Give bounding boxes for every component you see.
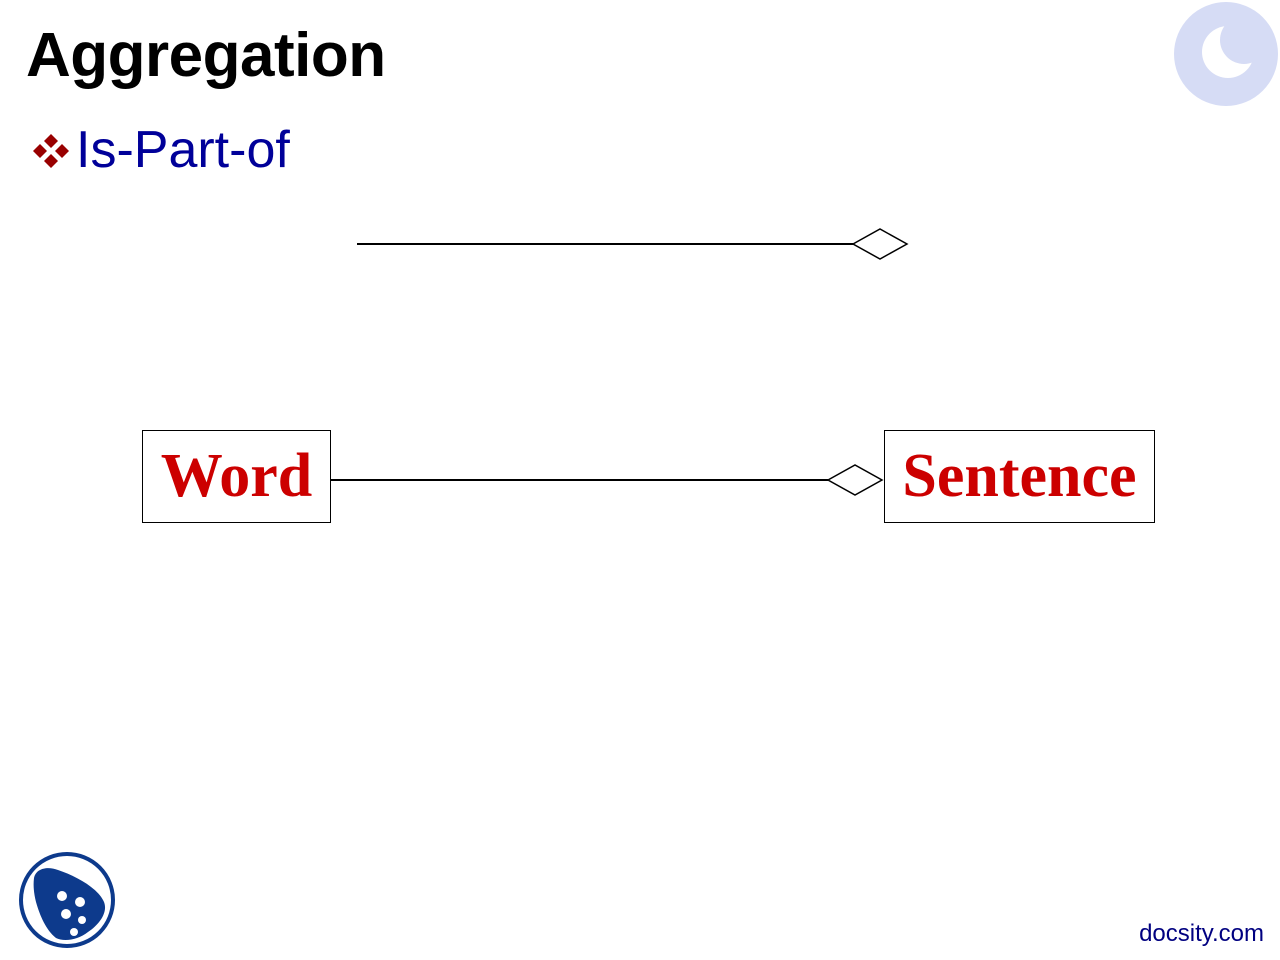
footer-site[interactable]: docsity.com <box>1139 920 1264 947</box>
bullet-text: Is-Part-of <box>76 121 290 179</box>
class-box-word: Word <box>142 430 331 523</box>
bullet-item: Is-Part-of <box>28 118 290 182</box>
aggregation-connector <box>330 464 884 496</box>
class-name-sentence: Sentence <box>902 442 1137 510</box>
slide-title: Aggregation <box>26 21 386 90</box>
four-diamond-bullet-icon <box>33 134 69 168</box>
class-box-sentence: Sentence <box>884 430 1155 523</box>
class-name-word: Word <box>160 442 313 510</box>
aggregation-legend-symbol <box>357 228 909 260</box>
docsity-logo-icon <box>19 852 115 948</box>
crescent-logo-icon <box>1174 2 1278 106</box>
